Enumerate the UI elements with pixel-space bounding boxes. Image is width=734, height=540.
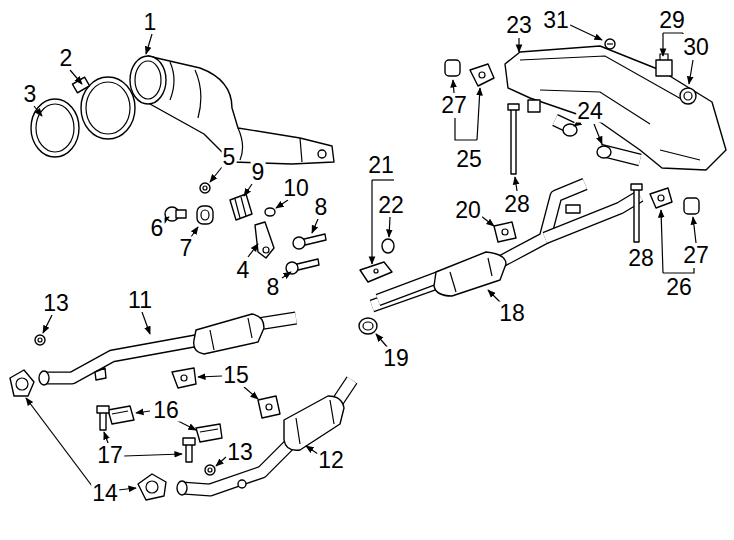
callout-number: 28 (627, 247, 655, 270)
callout-number: 30 (682, 36, 710, 59)
callout-number: 28 (503, 193, 531, 216)
callout-number: 15 (222, 364, 250, 387)
callout-number: 20 (454, 199, 482, 222)
callout-number: 8 (266, 276, 281, 299)
callout-number: 12 (317, 449, 345, 472)
callout-number: 5 (222, 146, 237, 169)
callout-number: 16 (152, 399, 180, 422)
callout-number: 10 (282, 177, 310, 200)
leader-lines (26, 24, 696, 490)
callout-number: 11 (127, 289, 153, 312)
callout-number: 6 (150, 217, 165, 240)
callout-number: 2 (59, 47, 74, 70)
callout-number: 27 (682, 244, 710, 267)
gasket (31, 99, 79, 157)
callout-number: 8 (314, 196, 329, 219)
callout-number: 3 (23, 83, 38, 106)
callout-number: 22 (377, 194, 405, 217)
callout-number: 29 (658, 9, 686, 32)
clamp (72, 77, 135, 139)
callout-number: 25 (455, 148, 483, 171)
center-pipe (372, 184, 640, 306)
callout-number: 21 (367, 154, 395, 177)
callout-number: 1 (143, 11, 158, 34)
callout-number: 27 (440, 94, 468, 117)
callout-number: 13 (42, 292, 70, 315)
callout-number: 24 (576, 100, 604, 123)
front-pipe (177, 380, 352, 495)
callout-number: 26 (665, 276, 693, 299)
callout-number: 23 (505, 14, 533, 37)
callout-number: 4 (236, 259, 251, 282)
callout-number: 18 (498, 302, 526, 325)
callout-number: 9 (251, 161, 266, 184)
front-pipe (39, 314, 296, 385)
rear-muffler (505, 46, 726, 170)
callout-number: 17 (96, 444, 124, 467)
callout-number: 7 (179, 237, 194, 260)
callout-number: 13 (226, 441, 254, 464)
gasket (10, 370, 166, 500)
brackets (35, 335, 280, 475)
callout-number: 31 (542, 9, 570, 32)
callout-number: 14 (91, 482, 119, 505)
hangers (359, 222, 516, 334)
callout-number: 19 (382, 347, 410, 370)
